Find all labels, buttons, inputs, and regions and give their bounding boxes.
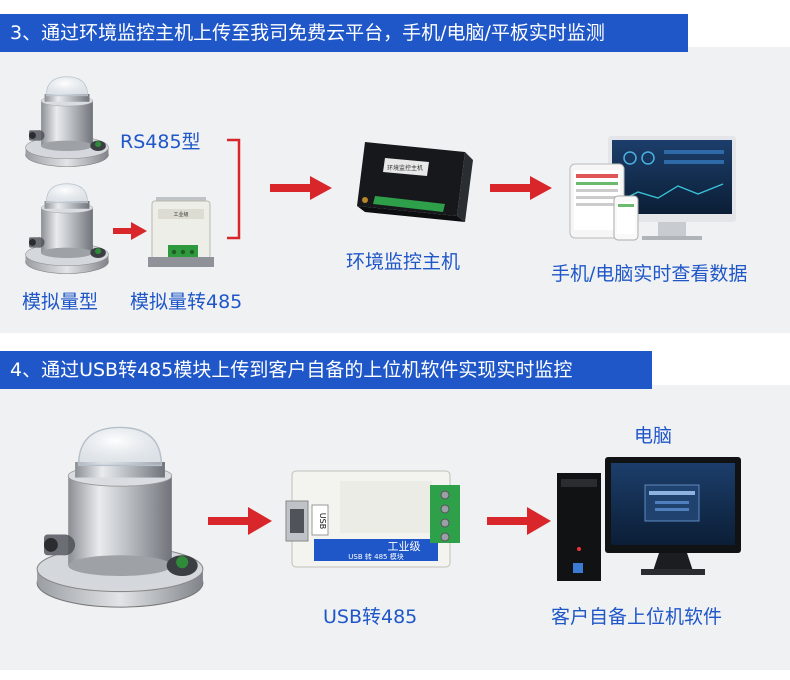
label-software: 客户自备上位机软件 [551,606,723,628]
label-rs485-type: RS485型 [120,131,201,153]
usb-485-module-image: USB 工业级 USB 转 485 模块 [284,465,464,577]
arrow-icon [208,507,272,535]
sensor-image [30,424,210,614]
arrow-icon [487,507,551,535]
usb-text: USB [318,513,327,529]
host-text: 环境监控主机 [387,164,423,172]
environment-host-image: 环境监控主机 [345,130,477,230]
section-2-header: 4、通过USB转485模块上传到客户自备的上位机软件实现实时监控 [0,351,652,389]
devices-image [568,136,740,246]
analog-sensor-image [22,182,112,277]
arrow-icon [490,176,552,200]
label-analog-type: 模拟量型 [22,291,99,313]
arrow-icon [113,222,147,240]
section-1-header: 3、通过环境监控主机上传至我司免费云平台，手机/电脑/平板实时监测 [0,14,688,52]
usb-to-485-text: USB 转 485 模块 [348,552,403,561]
analog-to-485-transmitter-image: 工业级 [148,195,214,275]
computer-image [555,455,745,585]
label-mobile-pc: 手机/电脑实时查看数据 [551,263,748,285]
transmitter-text: 工业级 [173,211,188,218]
label-analog-to-485: 模拟量转485 [130,291,243,313]
label-computer: 电脑 [634,425,673,447]
label-host: 环境监控主机 [346,251,461,273]
label-usb485: USB转485 [323,606,418,628]
bracket [225,138,243,240]
rs485-sensor-image [22,75,112,170]
industrial-text: 工业级 [388,540,421,553]
arrow-icon [270,176,332,200]
